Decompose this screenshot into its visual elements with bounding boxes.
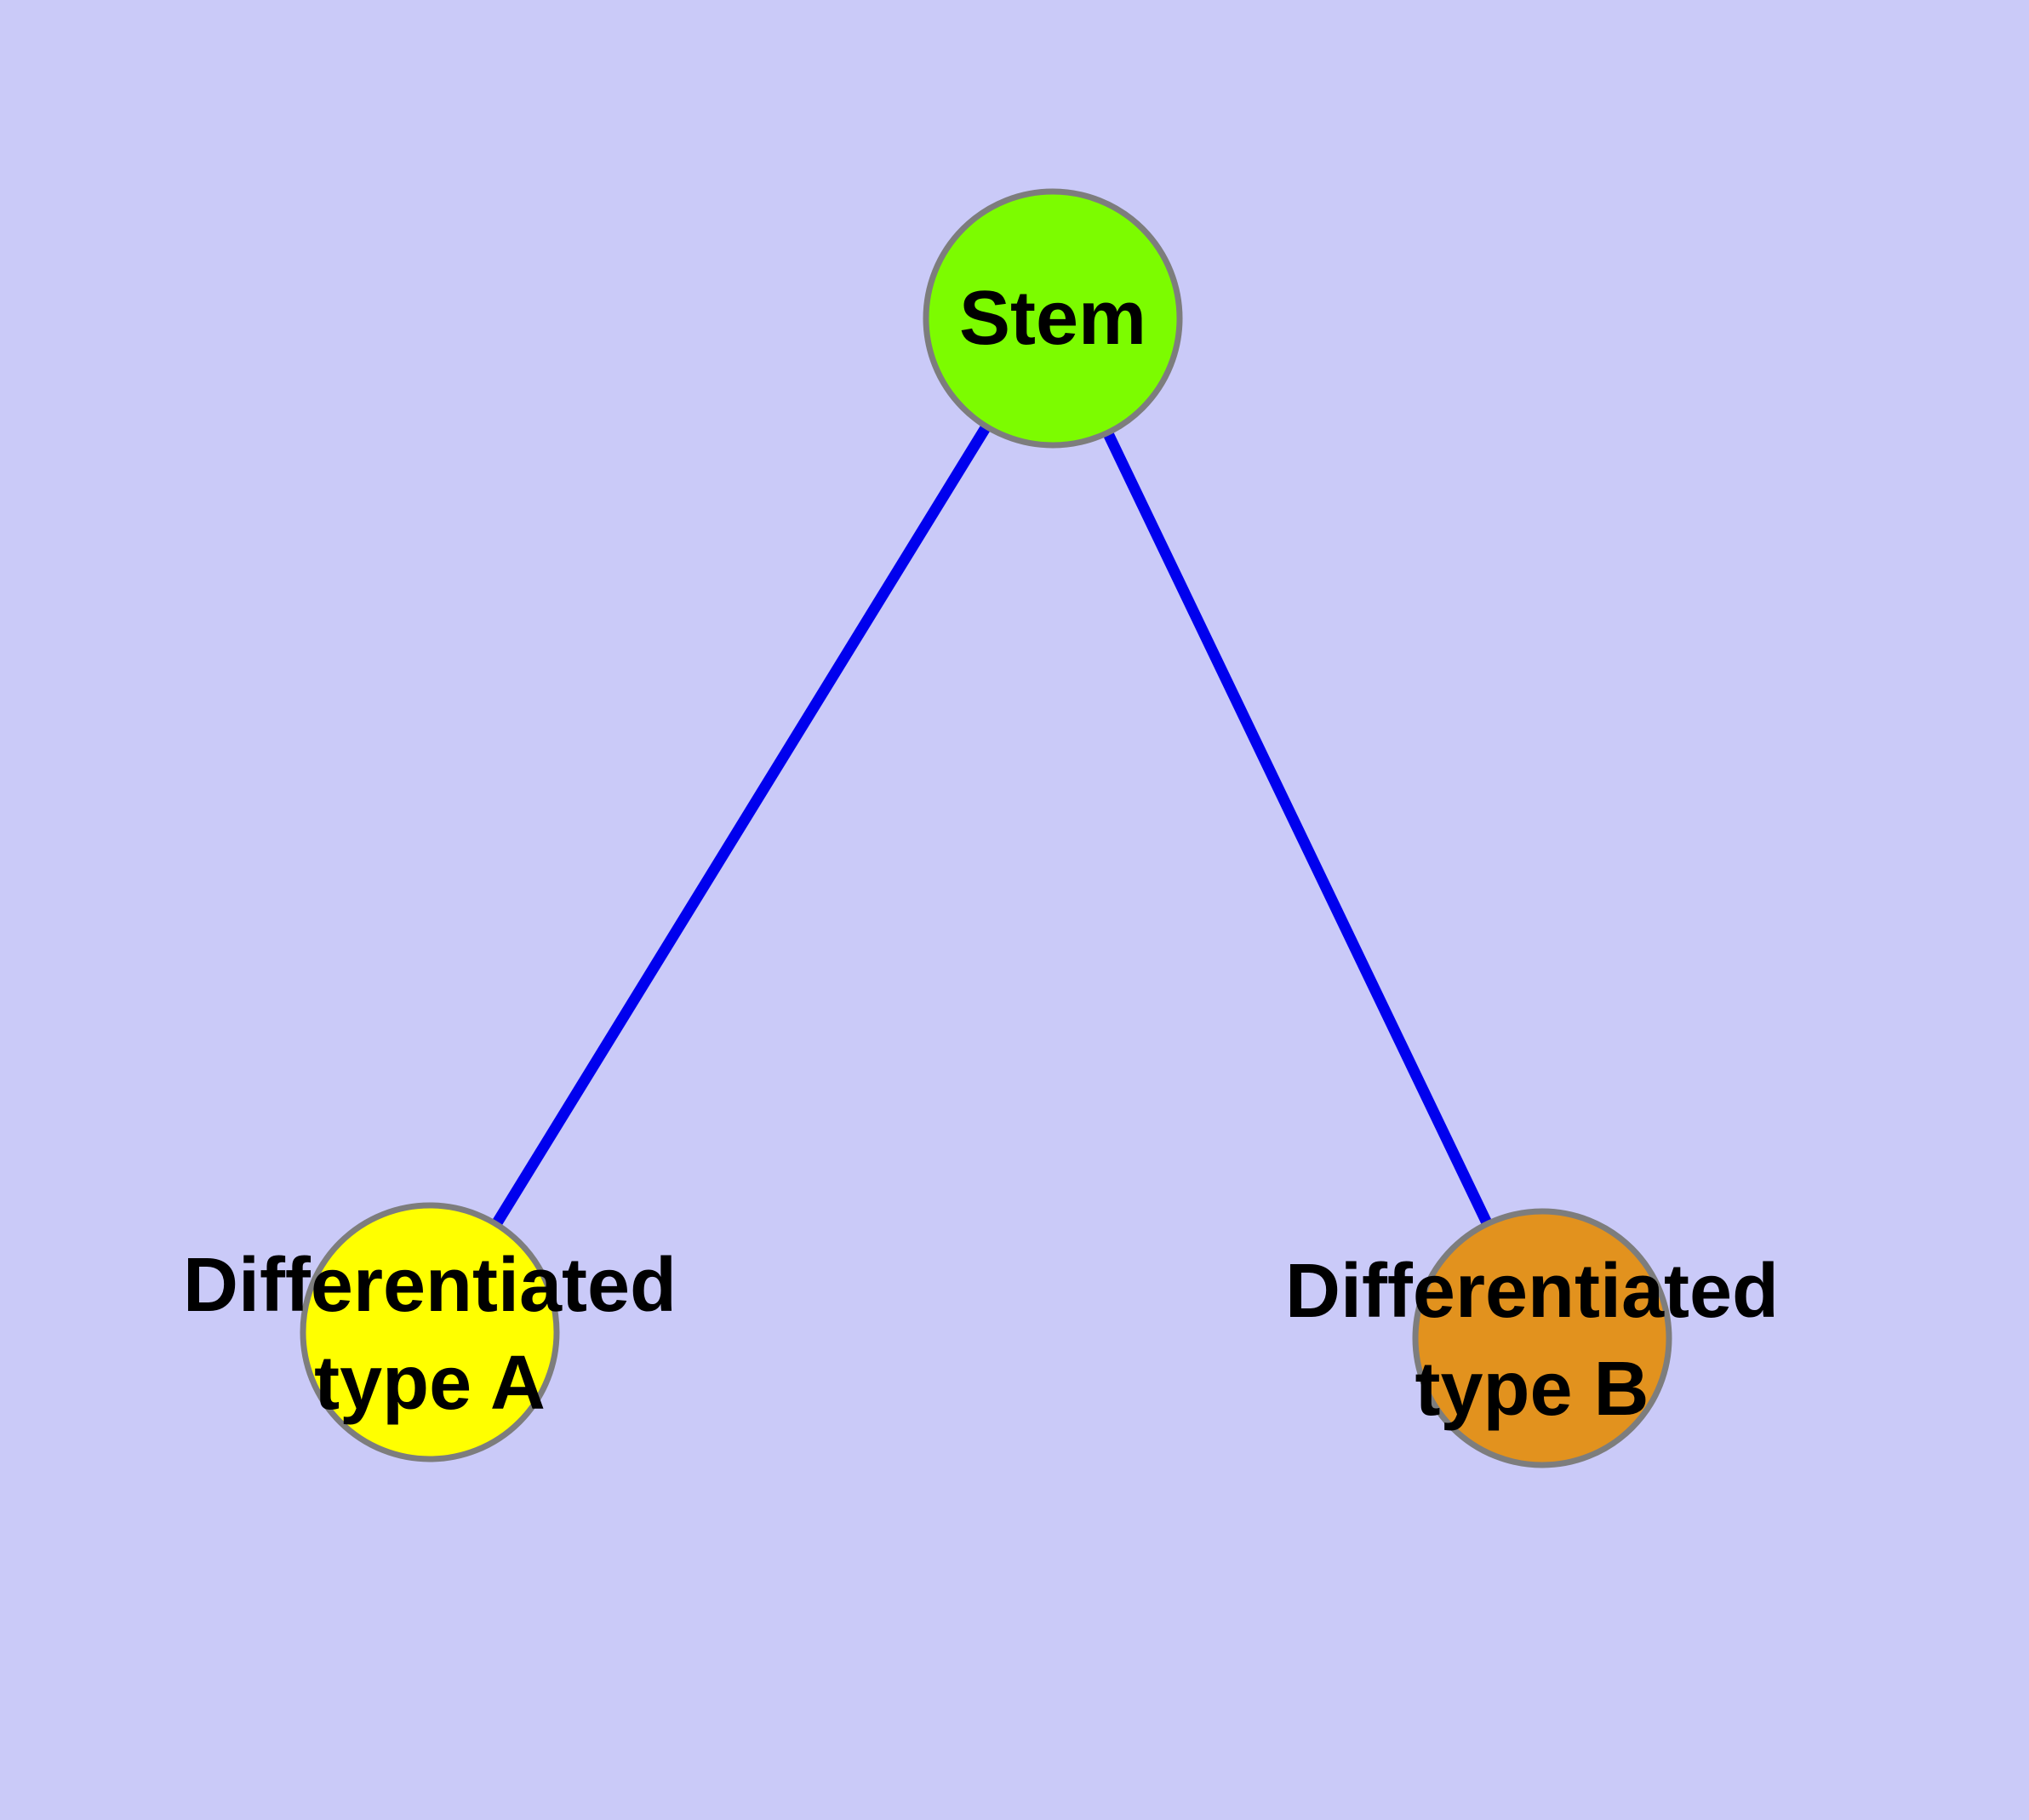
node-type-a-circle <box>300 1202 560 1462</box>
node-type-a-label-line2: type A <box>314 1341 546 1426</box>
node-type-b-circle <box>1412 1208 1672 1468</box>
node-stem-label: Stem <box>959 276 1146 361</box>
edge-stem-to-type-a <box>425 315 1058 1336</box>
node-stem: Stem <box>923 188 1183 449</box>
node-type-b-label-line1: Differentiated <box>1285 1249 1779 1334</box>
edge-stem-to-type-b <box>1048 316 1547 1341</box>
edge-group <box>425 315 1547 1341</box>
node-type-a-label-line1: Differentiated <box>183 1243 677 1328</box>
node-differentiated-type-a: Differentiated type A <box>183 1202 677 1462</box>
node-type-b-label-line2: type B <box>1415 1347 1649 1432</box>
node-stem-circle <box>923 188 1183 449</box>
node-differentiated-type-b: Differentiated type B <box>1285 1208 1779 1468</box>
